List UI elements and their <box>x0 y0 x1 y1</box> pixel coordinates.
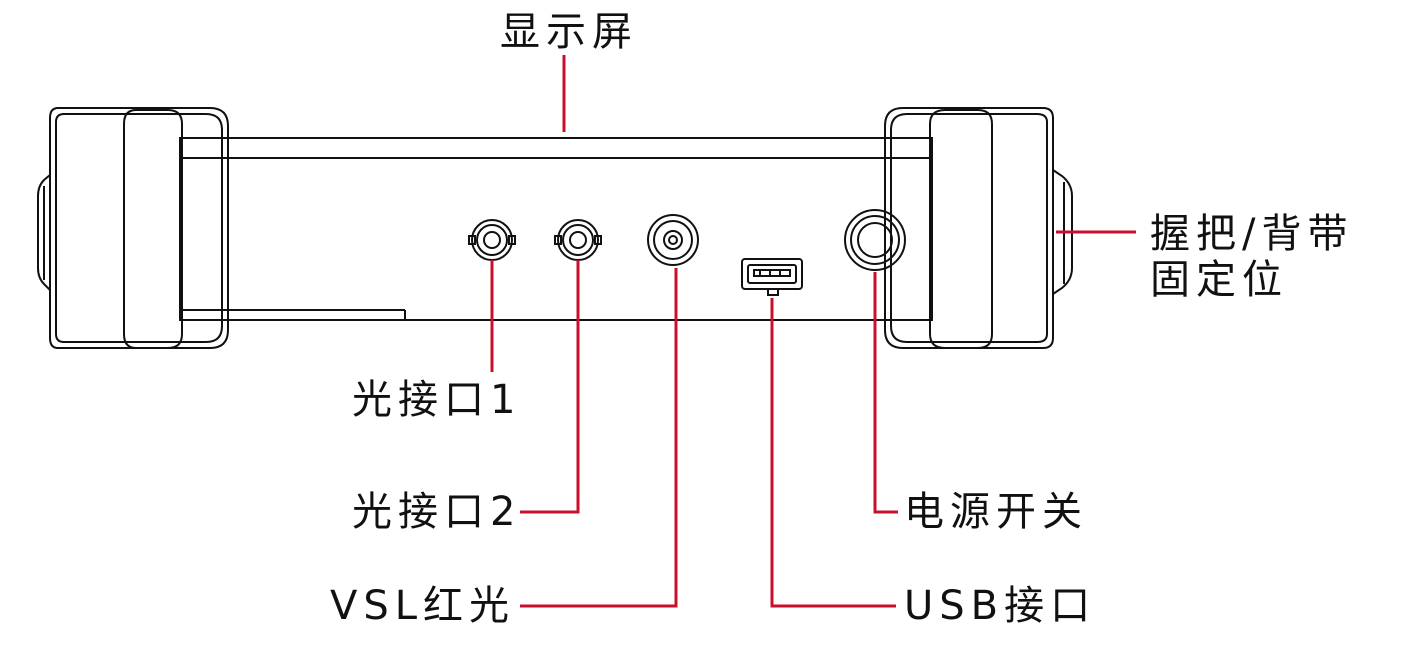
optical-port-1 <box>468 219 516 261</box>
leader-lines <box>490 55 1136 608</box>
leader-port-2 <box>520 260 580 514</box>
leader-power <box>873 272 898 514</box>
label-optical-port-2: 光接口2 <box>352 489 522 535</box>
label-optical-port-1: 光接口1 <box>352 377 522 423</box>
right-bumper-inner <box>890 113 1048 343</box>
front-panel <box>179 137 933 321</box>
label-grip-line2: 固定位 <box>1150 257 1288 303</box>
device-body <box>37 107 1073 349</box>
leader-vfl <box>520 268 678 608</box>
vfl-port <box>647 214 699 266</box>
leader-usb <box>770 298 896 608</box>
label-grip: 握把/背带 <box>1150 211 1354 257</box>
power-button <box>844 209 906 271</box>
usb-port <box>741 258 803 296</box>
optical-port-2 <box>554 219 602 261</box>
label-usb: USB接口 <box>904 583 1097 629</box>
right-grip-pad <box>929 109 993 349</box>
label-vfl: VSL红光 <box>330 583 516 629</box>
left-bumper <box>49 107 229 349</box>
left-bumper-inner <box>55 113 223 343</box>
left-strap-mount <box>37 174 51 291</box>
label-power: 电源开关 <box>904 489 1088 535</box>
left-grip-pad <box>123 109 183 349</box>
label-display: 显示屏 <box>500 9 638 55</box>
right-bumper <box>884 107 1054 349</box>
